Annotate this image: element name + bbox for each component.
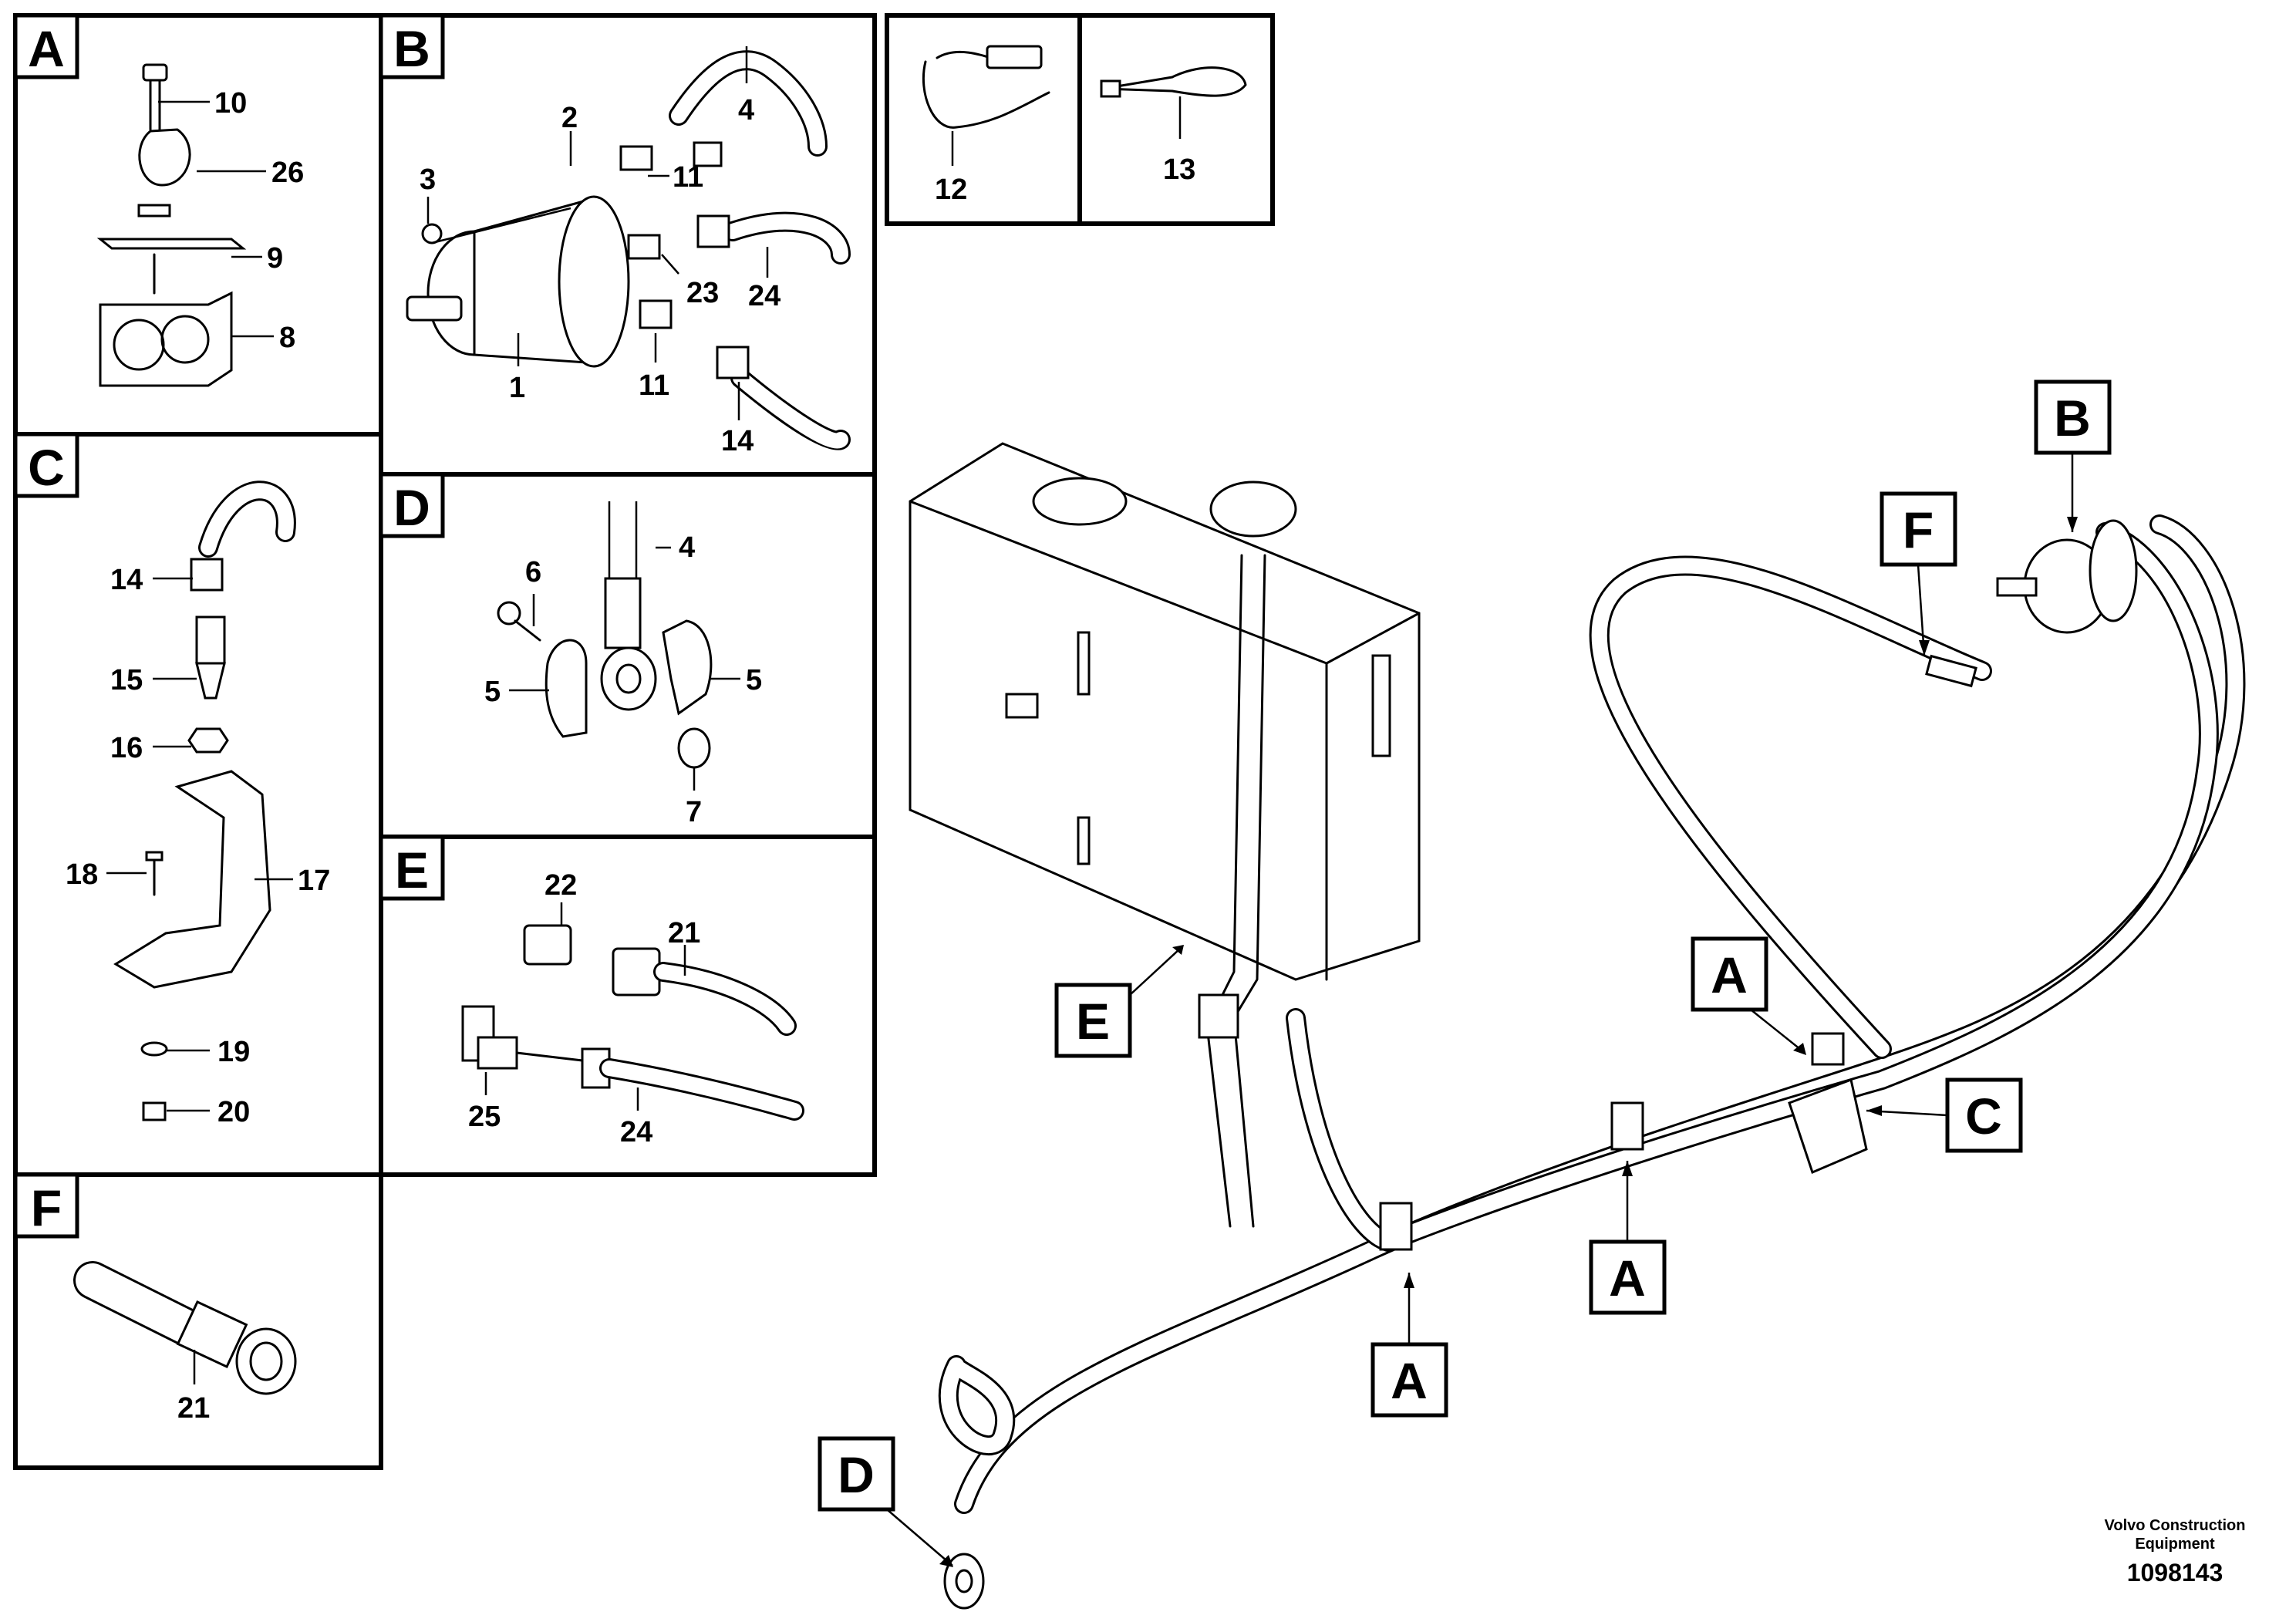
label-c-20: 20 [217, 1096, 250, 1128]
panel-b-letter: B [393, 20, 430, 77]
label-d-6: 6 [525, 556, 541, 588]
label-c-17: 17 [298, 865, 330, 897]
footer-credit: Volvo Construction Equipment 1098143 [2105, 1517, 2246, 1587]
callout-a-upper: A [1691, 936, 1806, 1055]
label-c-19: 19 [217, 1036, 250, 1068]
brake-unit-drawing [406, 50, 851, 451]
label-c-18: 18 [66, 858, 98, 891]
svg-text:A: A [1391, 1352, 1428, 1409]
panel-e-letter: E [395, 841, 429, 899]
label-12: 12 [935, 174, 967, 206]
label-e-25: 25 [468, 1101, 501, 1133]
main-assembly-drawing [909, 442, 2246, 1610]
callout-e: E [1054, 945, 1184, 1058]
callout-a-lower: A [1371, 1273, 1448, 1418]
svg-text:E: E [1076, 993, 1110, 1050]
panel-f: F 21 [13, 1172, 383, 1470]
label-c-16: 16 [110, 732, 143, 764]
label-e-22: 22 [544, 869, 577, 902]
callout-a-middle: A [1589, 1161, 1667, 1315]
svg-text:A: A [1711, 946, 1748, 1003]
svg-text:C: C [1965, 1088, 2002, 1145]
label-b-24: 24 [748, 280, 781, 312]
svg-text:B: B [2054, 389, 2091, 447]
label-8: 8 [279, 322, 295, 354]
hydraulic-tank [909, 442, 1421, 981]
panel-c-letter: C [28, 439, 65, 496]
label-e-24: 24 [620, 1116, 652, 1148]
label-d-4: 4 [679, 531, 695, 564]
panel-a: A 10 26 9 8 [13, 13, 383, 437]
label-d-5b: 5 [746, 664, 762, 696]
label-b-23: 23 [686, 277, 719, 309]
company-line-1: Volvo Construction [2105, 1517, 2246, 1534]
label-26: 26 [271, 157, 304, 189]
label-b-2: 2 [561, 102, 578, 134]
label-b-11b: 11 [639, 369, 669, 402]
label-9: 9 [267, 242, 283, 275]
svg-text:A: A [1609, 1249, 1646, 1307]
svg-text:F: F [1903, 501, 1934, 558]
callout-b: B [2034, 379, 2112, 532]
panel-d-letter: D [393, 479, 430, 536]
callout-f: F [1880, 491, 1957, 656]
label-d-5a: 5 [484, 676, 501, 708]
label-d-7: 7 [686, 796, 702, 828]
panel-a-letter: A [28, 20, 65, 77]
flange-assembly-drawing [497, 501, 713, 769]
document-number: 1098143 [2127, 1559, 2224, 1587]
label-b-1: 1 [509, 372, 525, 404]
cable-clip-drawing [922, 45, 1050, 129]
panel-e: E 22 21 25 24 [379, 835, 877, 1177]
label-b-3: 3 [420, 164, 436, 196]
label-10: 10 [214, 87, 247, 120]
hose-end-drawing [73, 1261, 297, 1395]
callout-c: C [1866, 1077, 2023, 1153]
bracket-assembly-drawing [113, 481, 296, 1121]
svg-text:D: D [838, 1446, 875, 1503]
label-b-4: 4 [738, 94, 754, 126]
panel-f-letter: F [31, 1179, 62, 1236]
panel-clips: 12 13 [885, 13, 1275, 226]
label-13: 13 [1163, 153, 1195, 186]
callout-d: D [818, 1436, 953, 1567]
panel-b: B 2 4 3 11 23 [379, 13, 877, 477]
panel-d: D 4 6 5 5 7 [379, 472, 877, 839]
label-c-14: 14 [110, 564, 143, 596]
label-b-14: 14 [721, 425, 754, 457]
label-e-21: 21 [668, 917, 700, 949]
label-c-15: 15 [110, 664, 143, 696]
cable-tie-drawing [1100, 66, 1247, 98]
clamp-assembly-drawing [96, 63, 247, 387]
panel-c: C 14 15 16 18 17 19 20 [13, 432, 383, 1177]
label-b-11a: 11 [673, 161, 703, 194]
company-line-2: Equipment [2135, 1536, 2215, 1553]
label-f-21: 21 [177, 1392, 210, 1425]
